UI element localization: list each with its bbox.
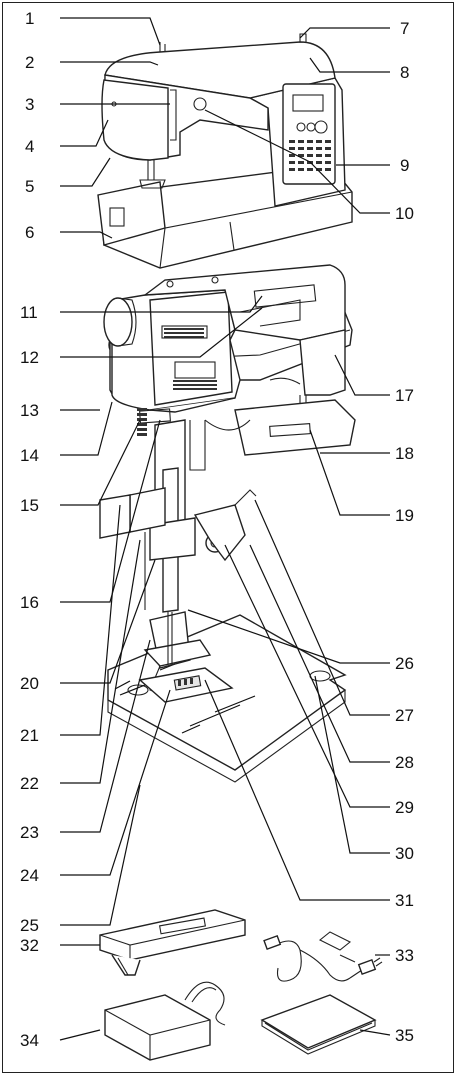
callout-23: 23 <box>20 823 39 842</box>
foot-controller <box>104 981 226 1061</box>
callout-19: 19 <box>395 506 414 525</box>
callout-30: 30 <box>395 844 414 863</box>
callout-21: 21 <box>20 726 39 745</box>
presser-foot-needle-plate-closeup <box>99 419 347 783</box>
callout-31: 31 <box>395 891 414 910</box>
callout-8: 8 <box>400 63 409 82</box>
callout-17: 17 <box>395 386 414 405</box>
callout-24: 24 <box>20 866 39 885</box>
callout-22: 22 <box>20 774 39 793</box>
callout-numbers: 1 2 3 4 5 6 7 8 9 10 11 12 13 14 15 16 1… <box>20 9 414 1050</box>
instruction-manual <box>260 994 377 1055</box>
power-cord <box>263 931 383 982</box>
callout-13: 13 <box>20 401 39 420</box>
callout-26: 26 <box>395 654 414 673</box>
diagram-frame <box>2 2 454 1073</box>
callout-3: 3 <box>25 95 34 114</box>
callout-15: 15 <box>20 496 39 515</box>
callout-29: 29 <box>395 798 414 817</box>
callout-34: 34 <box>20 1031 39 1050</box>
callout-32: 32 <box>20 936 39 955</box>
callout-9: 9 <box>400 156 409 175</box>
callout-2: 2 <box>25 53 34 72</box>
callout-33: 33 <box>395 946 414 965</box>
callout-18: 18 <box>395 444 414 463</box>
callout-12: 12 <box>20 348 39 367</box>
callout-6: 6 <box>25 223 34 242</box>
callout-16: 16 <box>20 593 39 612</box>
callout-25: 25 <box>20 916 39 935</box>
callout-20: 20 <box>20 674 39 693</box>
callout-14: 14 <box>20 446 39 465</box>
sewing-machine-rear-view <box>103 264 356 456</box>
callout-28: 28 <box>395 753 414 772</box>
callout-4: 4 <box>25 137 34 156</box>
callout-7: 7 <box>400 19 409 38</box>
sewing-machine-front-view <box>97 33 353 269</box>
callout-11: 11 <box>20 303 38 322</box>
callout-1: 1 <box>25 9 34 28</box>
callout-35: 35 <box>395 1026 414 1045</box>
callout-10: 10 <box>395 204 414 223</box>
callout-5: 5 <box>25 177 34 196</box>
leader-lines <box>59 17 391 1041</box>
extension-table <box>99 909 246 976</box>
callout-27: 27 <box>395 706 414 725</box>
